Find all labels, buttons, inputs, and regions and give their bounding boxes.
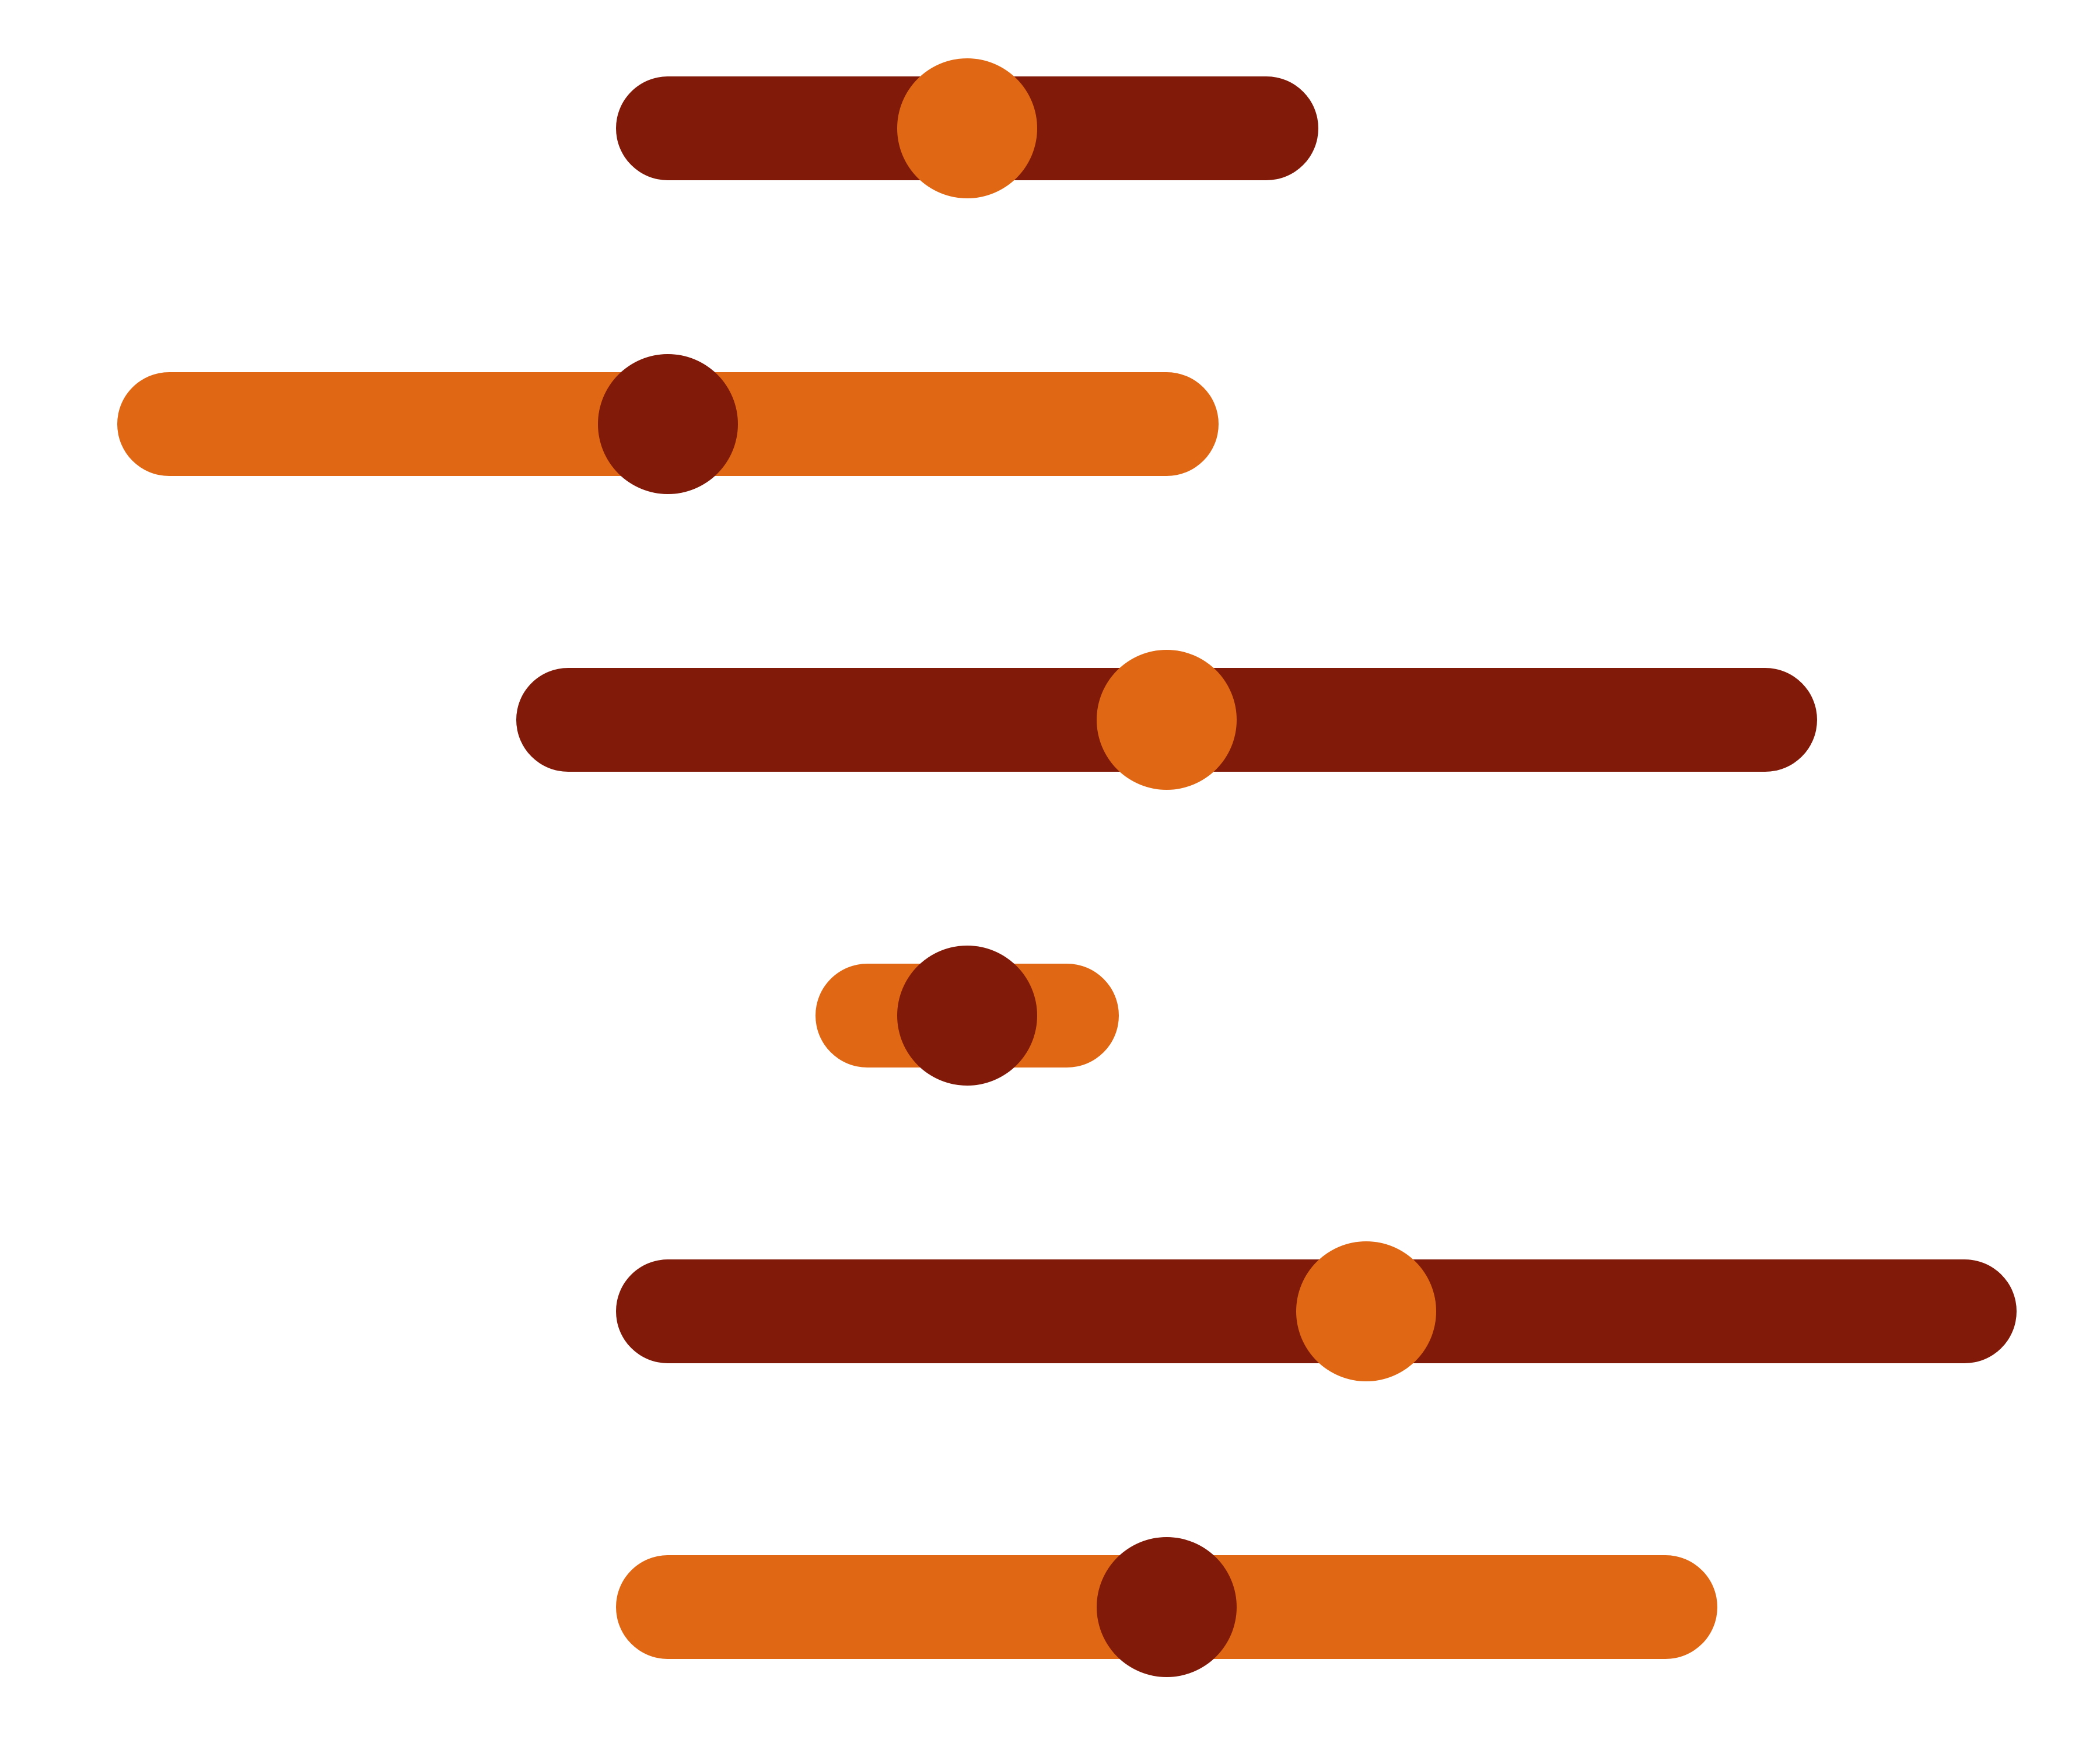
chart-row-2 — [117, 354, 1219, 494]
point-marker-4 — [897, 946, 1037, 1086]
chart-row-5 — [616, 1241, 2017, 1381]
point-marker-2 — [598, 354, 738, 494]
point-marker-1 — [897, 58, 1037, 198]
point-marker-5 — [1296, 1241, 1436, 1381]
chart-row-4 — [816, 946, 1119, 1086]
point-marker-6 — [1097, 1537, 1237, 1677]
chart-row-3 — [516, 650, 1817, 790]
point-marker-3 — [1097, 650, 1237, 790]
chart-rows — [117, 58, 2017, 1677]
chart-row-6 — [616, 1537, 1717, 1677]
chart-row-1 — [616, 58, 1318, 198]
